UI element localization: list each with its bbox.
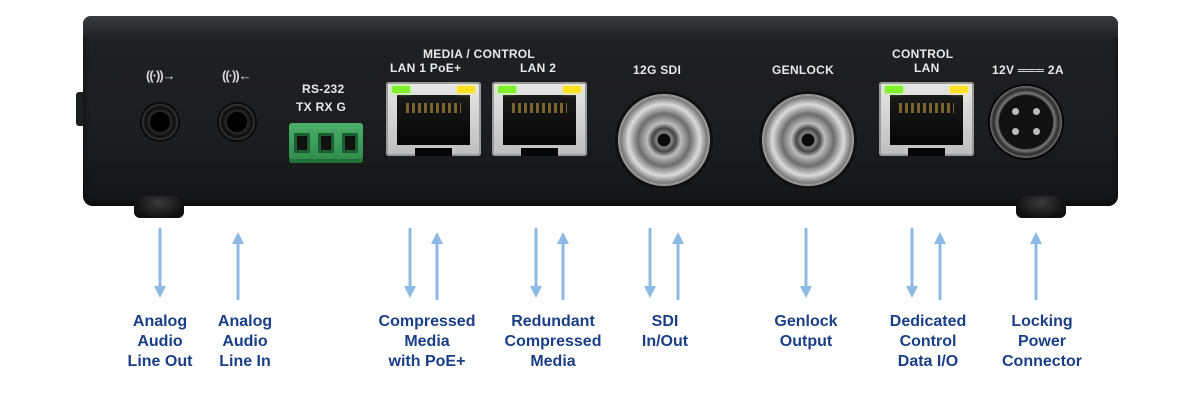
media-control-label: MEDIA / CONTROL [423,47,536,61]
device-side-tab [76,92,85,126]
arrow-sdi-up [672,232,684,300]
terminal-screw-tx [294,133,310,153]
sdi-bnc-connector [618,94,710,186]
rs232-terminal-block [289,123,363,163]
power-label: 12V ═══ 2A [992,63,1064,77]
device-foot-right [1016,196,1066,218]
arrow-lan2-down [530,228,542,298]
device-rear-panel [83,16,1118,206]
caption-line: Data I/O [897,353,959,370]
power-pin-4 [1033,128,1040,135]
control-lan-label-bottom: LAN [914,61,940,75]
caption-line: Control [899,333,957,350]
arrow-audio-out-down [154,228,166,298]
power-pin-2 [1033,108,1040,115]
arrow-lan1-up [431,232,443,300]
power-pin-3 [1012,128,1019,135]
lan2-socket [503,95,576,145]
caption-line: Dedicated [889,313,967,330]
control-lan-notch [908,148,945,156]
rs232-label: RS-232 [302,82,345,96]
lan1-label: LAN 1 PoE+ [390,61,462,75]
caption-line: Line Out [127,353,193,370]
caption-line: Redundant [511,313,595,330]
arrow-lan2-up [557,232,569,300]
lan1-notch [415,148,452,156]
lan1-link-led [392,86,410,93]
caption-line: Compressed [504,333,602,350]
caption-line: Audio [222,333,268,350]
arrow-lan1-down [404,228,416,298]
caption-redundant-compressed-media: Redundant Compressed Media [505,312,602,372]
device-top-edge [83,16,1118,38]
arrow-genlock-down [800,228,812,298]
caption-line: Genlock [774,313,838,330]
locking-power-connector [990,86,1062,158]
caption-line: Media [404,333,450,350]
control-lan-socket [890,95,963,145]
caption-line: Compressed [378,313,476,330]
arrow-sdi-down [644,228,656,298]
caption-line: Locking [1011,313,1073,330]
sdi-label: 12G SDI [633,63,682,77]
caption-line: Analog [217,313,273,330]
caption-line: Line In [219,353,271,370]
caption-line: Power [1017,333,1066,350]
caption-locking-power-connector: Locking Power Connector [1002,312,1082,372]
arrow-control-lan-down [906,228,918,298]
caption-sdi-in-out: SDI In/Out [642,312,688,352]
terminal-screw-rx [318,133,334,153]
caption-analog-audio-in: Analog Audio Line In [218,312,272,372]
caption-line: In/Out [641,333,689,350]
device-foot-left [134,196,184,218]
caption-dedicated-control-data: Dedicated Control Data I/O [890,312,966,372]
caption-compressed-media-poe: Compressed Media with PoE+ [379,312,476,372]
lan1-activity-led [457,86,475,93]
lan2-port [492,82,587,156]
lan1-poe-port [386,82,481,156]
lan2-notch [521,148,558,156]
caption-line: SDI [651,313,679,330]
control-lan-label-top: CONTROL [892,47,954,61]
caption-genlock-output: Genlock Output [774,312,837,352]
power-pin-1 [1012,108,1019,115]
control-lan-link-led [885,86,903,93]
caption-line: with PoE+ [388,353,466,370]
control-lan-activity-led [950,86,968,93]
lan2-activity-led [563,86,581,93]
caption-line: Audio [137,333,183,350]
terminal-screw-g [342,133,358,153]
audio-out-icon: ((·))→ [146,68,176,83]
control-lan-port [879,82,974,156]
rs232-pins-label: TX RX G [296,100,347,114]
lan1-socket [397,95,470,145]
caption-line: Output [779,333,833,350]
analog-audio-in-jack [219,104,255,140]
caption-line: Analog [132,313,188,330]
caption-analog-audio-out: Analog Audio Line Out [128,312,193,372]
audio-in-icon: ((·))← [222,68,252,83]
lan2-label: LAN 2 [520,61,557,75]
analog-audio-out-jack [142,104,178,140]
arrow-power-up [1030,232,1042,300]
genlock-label: GENLOCK [772,63,835,77]
arrow-audio-in-up [232,232,244,300]
genlock-bnc-connector [762,94,854,186]
arrow-control-lan-up [934,232,946,300]
caption-line: Connector [1002,353,1082,370]
lan2-link-led [498,86,516,93]
caption-line: Media [530,353,576,370]
